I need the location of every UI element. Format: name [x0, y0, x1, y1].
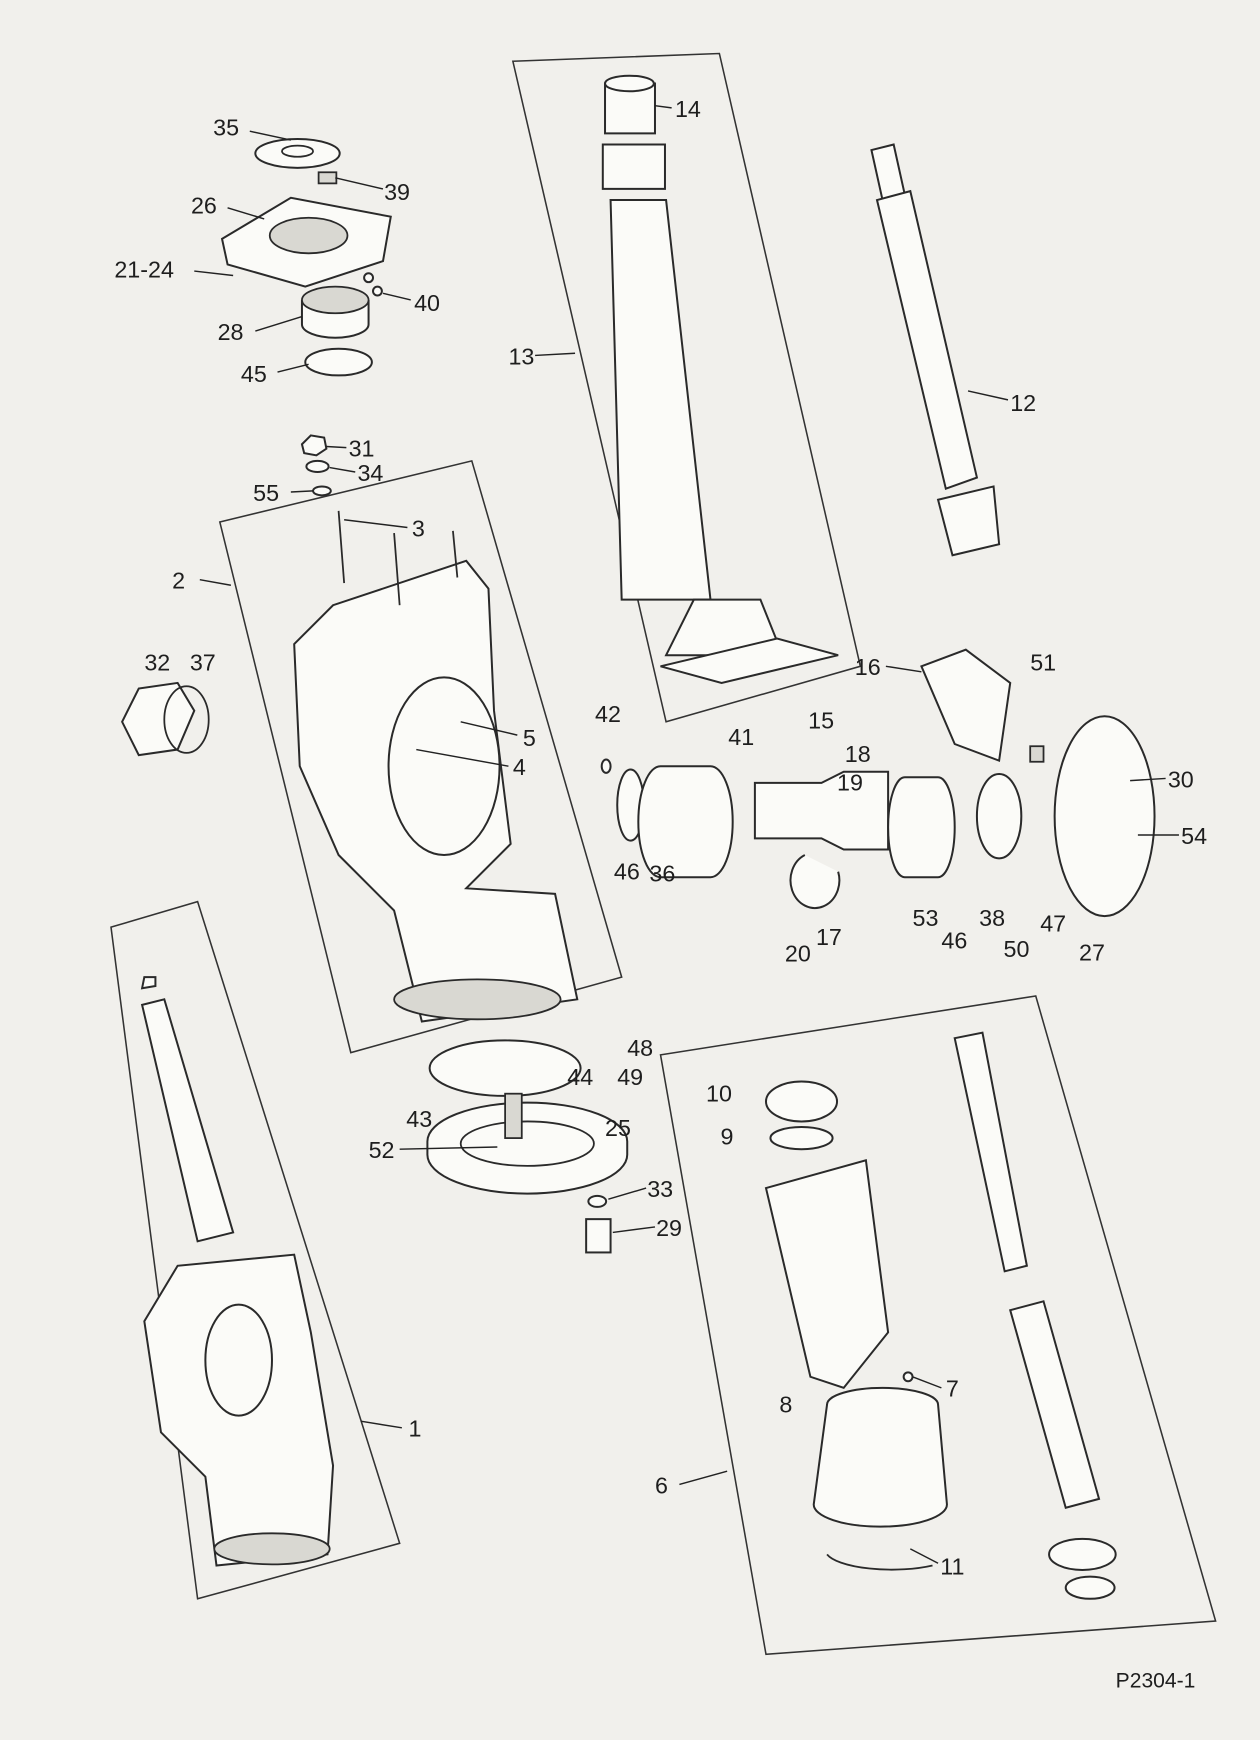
- label-9: 9: [720, 1124, 733, 1150]
- label-2: 2: [172, 568, 185, 594]
- sector-shaft-15: [600, 648, 1156, 918]
- label-28: 28: [218, 319, 244, 345]
- label-36: 36: [649, 861, 675, 887]
- bearing-28: [300, 285, 370, 339]
- nut-32: [120, 681, 210, 757]
- assembled-gear-1: [140, 976, 335, 1567]
- label-53: 53: [913, 905, 939, 931]
- label-12: 12: [1010, 390, 1036, 416]
- leader-lines: [194, 104, 1179, 1564]
- label-14: 14: [675, 96, 701, 122]
- label-39: 39: [384, 179, 410, 205]
- label-40: 40: [414, 290, 440, 316]
- label-46b: 46: [941, 927, 967, 953]
- label-30: 30: [1168, 766, 1194, 792]
- seal-45: [304, 347, 373, 377]
- label-27: 27: [1079, 939, 1105, 965]
- label-8: 8: [779, 1391, 792, 1417]
- label-31: 31: [349, 435, 375, 461]
- gear-housing-2: [293, 510, 579, 1023]
- label-25: 25: [605, 1115, 631, 1141]
- label-20: 20: [785, 941, 811, 967]
- drawing-reference-number: P2304-1: [1116, 1670, 1196, 1693]
- label-44: 44: [567, 1064, 593, 1090]
- label-13: 13: [508, 343, 534, 369]
- label-50: 50: [1004, 936, 1030, 962]
- label-54: 54: [1181, 823, 1207, 849]
- washer-33: [587, 1194, 608, 1208]
- label-1: 1: [409, 1416, 422, 1442]
- label-3: 3: [412, 515, 425, 541]
- label-7: 7: [946, 1376, 959, 1402]
- ball-40: [363, 272, 375, 284]
- label-4: 4: [513, 754, 526, 780]
- label-18: 18: [845, 741, 871, 767]
- label-41: 41: [728, 724, 754, 750]
- label-43: 43: [406, 1106, 432, 1132]
- pin-51: [1029, 745, 1045, 763]
- ball-40b: [372, 285, 383, 297]
- frame-steering-column: [511, 52, 862, 723]
- frame-valve-assembly: [659, 995, 1217, 1656]
- label-46a: 46: [614, 858, 640, 884]
- frame-gear-housing: [218, 459, 623, 1054]
- label-11: 11: [940, 1553, 964, 1579]
- bolt-29: [585, 1218, 612, 1254]
- washer-34: [305, 459, 330, 474]
- label-55: 55: [253, 480, 279, 506]
- valve-housing-6: [764, 1080, 948, 1571]
- ball-7: [902, 1371, 914, 1383]
- label-45: 45: [241, 361, 267, 387]
- valve-spool: [953, 1031, 1117, 1600]
- cover-25: [426, 1092, 629, 1195]
- label-26: 26: [191, 192, 217, 218]
- label-29: 29: [656, 1215, 682, 1241]
- label-37: 37: [190, 650, 216, 676]
- label-32: 32: [144, 650, 170, 676]
- ball-42: [600, 758, 612, 774]
- part-labels: 35 39 26 21-24 40 28 45 14 13 12 31 34 5…: [114, 96, 1207, 1693]
- label-19: 19: [837, 770, 863, 796]
- label-16: 16: [855, 654, 881, 680]
- washer-35: [254, 137, 341, 169]
- steering-column-tube: [601, 74, 839, 684]
- label-5: 5: [523, 725, 536, 751]
- label-38: 38: [979, 905, 1005, 931]
- label-47: 47: [1040, 911, 1066, 937]
- label-34: 34: [357, 460, 383, 486]
- nut-31: [300, 434, 328, 457]
- label-52: 52: [369, 1137, 395, 1163]
- label-42: 42: [595, 701, 621, 727]
- screw-39: [317, 171, 338, 185]
- label-33: 33: [647, 1176, 673, 1202]
- label-15: 15: [808, 707, 834, 733]
- seal-ring-48: [428, 1039, 582, 1097]
- flange-26: [220, 196, 392, 288]
- input-shaft-12: [870, 143, 1001, 557]
- label-21-24: 21-24: [114, 257, 174, 283]
- label-48: 48: [627, 1035, 653, 1061]
- label-49: 49: [617, 1064, 643, 1090]
- label-6: 6: [655, 1472, 668, 1498]
- label-51: 51: [1030, 650, 1056, 676]
- label-17: 17: [816, 924, 842, 950]
- label-35: 35: [213, 115, 239, 141]
- oring-55: [312, 485, 332, 497]
- label-10: 10: [706, 1080, 732, 1106]
